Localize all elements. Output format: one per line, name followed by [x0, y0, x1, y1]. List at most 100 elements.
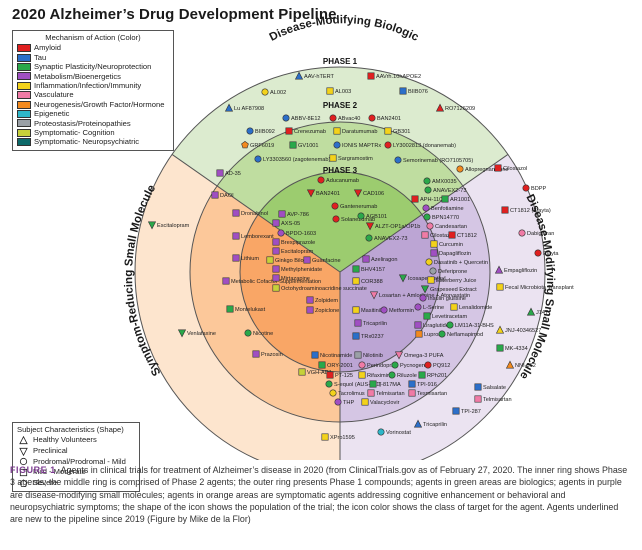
- agent-item[interactable]: AXS-05: [272, 219, 300, 227]
- agent-item[interactable]: Nicotine: [244, 329, 273, 337]
- agent-item[interactable]: Prazosin: [252, 350, 283, 358]
- agent-item[interactable]: Mirtazapine: [272, 274, 310, 282]
- agent-item[interactable]: Curcumin: [430, 240, 463, 248]
- agent-item[interactable]: Candesartan: [426, 222, 467, 230]
- agent-item[interactable]: Metformin: [380, 306, 414, 314]
- agent-item[interactable]: Lupron: [415, 330, 442, 338]
- agent-item[interactable]: Guanfacine: [303, 256, 341, 264]
- agent-item[interactable]: Liraglutide: [414, 321, 449, 329]
- agent-item[interactable]: Cilostazol: [421, 231, 454, 239]
- agent-item[interactable]: Lenalidomide: [450, 303, 492, 311]
- agent-item[interactable]: BPDO-1603: [277, 229, 316, 237]
- agent-item[interactable]: RO7126209: [435, 103, 475, 112]
- agent-item[interactable]: Methylphenidate: [272, 265, 322, 273]
- agent-item[interactable]: AL002: [261, 88, 286, 96]
- agent-item[interactable]: Dasatinib + Quercetin: [425, 258, 488, 266]
- agent-item[interactable]: Allopregnanolone: [456, 165, 509, 173]
- agent-item[interactable]: Nilotinib: [354, 351, 383, 359]
- agent-item[interactable]: Neflamapimod: [438, 330, 483, 338]
- agent-item[interactable]: AD-35: [216, 169, 241, 177]
- agent-item[interactable]: BHV4157: [352, 265, 385, 273]
- agent-item[interactable]: ABBV-8E12: [282, 114, 321, 122]
- agent-item[interactable]: Telmisartan: [367, 389, 405, 397]
- agent-item[interactable]: Brexpiprazole: [272, 238, 315, 246]
- agent-item[interactable]: Semorinemab (RO7105705): [394, 156, 474, 164]
- agent-item[interactable]: AR1001: [441, 195, 470, 203]
- agent-item[interactable]: Tacrolimus: [329, 389, 365, 397]
- agent-item[interactable]: Deferiprone: [429, 267, 467, 275]
- agent-item[interactable]: AMX0035: [423, 177, 457, 185]
- agent-item[interactable]: Perindopril: [358, 361, 394, 369]
- agent-item[interactable]: Empagliflozin: [494, 265, 537, 274]
- agent-item[interactable]: Montelukast: [226, 305, 266, 313]
- agent-item[interactable]: AAV-hTERT: [294, 71, 335, 80]
- agent-item[interactable]: PQ912: [424, 361, 451, 369]
- agent-item[interactable]: CAD106: [353, 189, 384, 198]
- agent-item[interactable]: Azeliragon: [362, 255, 398, 263]
- agent-item[interactable]: DAOI: [211, 191, 234, 199]
- agent-item[interactable]: LM11A-31-BHS: [446, 321, 494, 329]
- agent-item[interactable]: Ginkgo Biloba: [266, 256, 311, 264]
- agent-item[interactable]: BIIB092: [246, 127, 275, 135]
- agent-item[interactable]: Lithium: [232, 254, 260, 262]
- agent-item[interactable]: BAN2401: [368, 114, 401, 122]
- agent-item[interactable]: ANAVEX2-73: [424, 186, 467, 194]
- agent-item[interactable]: S-equol (AUS-131): [325, 380, 382, 388]
- agent-item[interactable]: TPI-916: [408, 380, 437, 388]
- agent-item[interactable]: Gantenerumab: [331, 202, 378, 210]
- agent-item[interactable]: AL003: [326, 87, 351, 95]
- agent-item[interactable]: LY3002813 (donanemab): [384, 141, 456, 149]
- agent-item[interactable]: Aducanumab: [317, 176, 359, 184]
- agent-item[interactable]: MK-4334: [496, 344, 528, 352]
- agent-item[interactable]: BDPP: [522, 184, 547, 192]
- agent-item[interactable]: Dabigatran: [518, 229, 555, 237]
- agent-item[interactable]: Valacyclovir: [361, 398, 400, 406]
- agent-item[interactable]: Fecal Microbiota Transplant: [496, 283, 574, 291]
- agent-item[interactable]: THP: [334, 398, 355, 406]
- agent-item[interactable]: Benfotiamine: [422, 204, 464, 212]
- agent-item[interactable]: LY3303560 (zagotenemab): [254, 155, 331, 163]
- agent-item[interactable]: TPI-287: [452, 407, 481, 415]
- agent-item[interactable]: APH-1105: [411, 195, 446, 203]
- agent-item[interactable]: Dapagliflozin: [430, 249, 471, 257]
- agent-item[interactable]: AVP-786: [278, 210, 309, 218]
- agent-item[interactable]: Octohydroaminoacridine succinate: [272, 284, 367, 292]
- agent-item[interactable]: BPN14770: [423, 213, 459, 221]
- agent-item[interactable]: Escitalopram: [272, 247, 314, 255]
- agent-item[interactable]: CT1812: [448, 231, 477, 239]
- agent-item[interactable]: NNI-362: [505, 360, 536, 369]
- agent-item[interactable]: Solanezumab: [332, 215, 375, 223]
- agent-item[interactable]: XPro1595: [321, 433, 355, 441]
- agent-item[interactable]: Masitinib: [352, 306, 383, 314]
- agent-item[interactable]: Tesmisartan: [408, 389, 447, 397]
- agent-item[interactable]: GRF6019: [241, 141, 275, 149]
- agent-item[interactable]: BIIB076: [399, 87, 428, 95]
- agent-item[interactable]: Riluzole: [388, 371, 417, 379]
- agent-item[interactable]: RPh201: [418, 371, 447, 379]
- agent-item[interactable]: Insulin glulisine: [419, 294, 466, 302]
- agent-item[interactable]: Zopiclone: [306, 306, 339, 314]
- agent-item[interactable]: AAVrh.10hAPOE2: [367, 72, 421, 80]
- agent-item[interactable]: Dronabinol: [232, 209, 268, 217]
- agent-item[interactable]: Elayta: [534, 249, 560, 257]
- agent-item[interactable]: BAN2401: [306, 189, 340, 198]
- agent-item[interactable]: Zolpidem: [306, 296, 339, 304]
- agent-item[interactable]: Sargramostim: [329, 154, 373, 162]
- agent-item[interactable]: Telmisartan: [474, 395, 512, 403]
- agent-item[interactable]: Icosapent ethyl: [398, 274, 446, 283]
- agent-item[interactable]: Rifaximin: [358, 371, 390, 379]
- agent-item[interactable]: Crenezumab: [285, 127, 326, 135]
- agent-item[interactable]: Escitalopram: [147, 221, 190, 230]
- agent-item[interactable]: Tricaprilin: [413, 419, 447, 428]
- agent-item[interactable]: ORY-2001: [318, 361, 353, 369]
- agent-item[interactable]: Daratumumab: [333, 127, 378, 135]
- agent-item[interactable]: Elderberry Juice: [427, 276, 477, 284]
- agent-item[interactable]: PT-125: [326, 371, 353, 379]
- agent-item[interactable]: Grapeseed Extract: [420, 285, 477, 294]
- agent-item[interactable]: Lemborexant: [232, 232, 274, 240]
- agent-item[interactable]: ANAVEX2-73: [365, 234, 408, 242]
- agent-item[interactable]: Nicotinamide: [311, 351, 353, 359]
- agent-item[interactable]: JNJ-40346527: [495, 325, 541, 334]
- agent-item[interactable]: Cilostazol: [494, 164, 527, 172]
- agent-item[interactable]: Metabolic Cofactor Supplementation: [222, 277, 321, 285]
